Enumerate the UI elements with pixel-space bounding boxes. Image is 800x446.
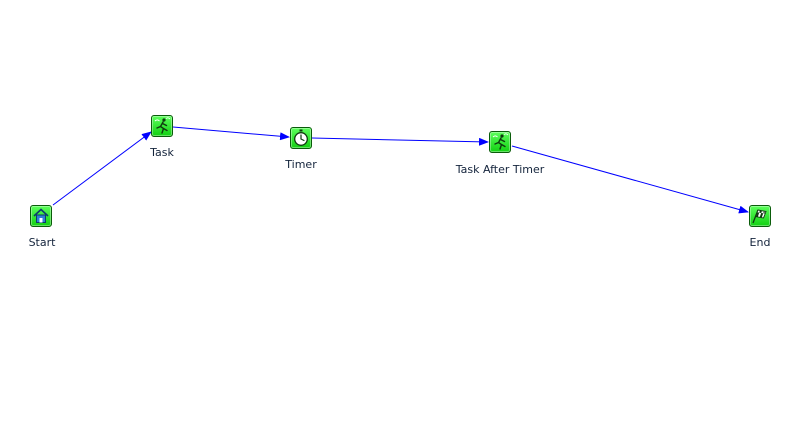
- runner-icon: [154, 117, 171, 134]
- start-node-label: Start: [28, 236, 56, 249]
- end-node[interactable]: [749, 205, 771, 227]
- end-node-label: End: [749, 236, 771, 249]
- checkered-flag-icon: [752, 209, 767, 224]
- task-after-timer-node[interactable]: [489, 131, 511, 153]
- task-node[interactable]: [151, 115, 173, 137]
- task-node-label: Task: [150, 146, 174, 159]
- timer-node[interactable]: [290, 127, 312, 149]
- stopwatch-icon: [294, 129, 308, 146]
- edge-timer-to-task-after-timer[interactable]: [311, 137, 489, 146]
- start-node[interactable]: [30, 205, 52, 227]
- home-icon: [33, 208, 49, 223]
- timer-node-label: Timer: [285, 158, 317, 171]
- runner-icon: [492, 133, 509, 150]
- task-after-timer-node-label: Task After Timer: [455, 163, 545, 176]
- edge-start-to-task[interactable]: [52, 131, 152, 206]
- edge-task-to-timer[interactable]: [172, 126, 290, 141]
- edge-task-after-timer-to-end[interactable]: [511, 145, 749, 214]
